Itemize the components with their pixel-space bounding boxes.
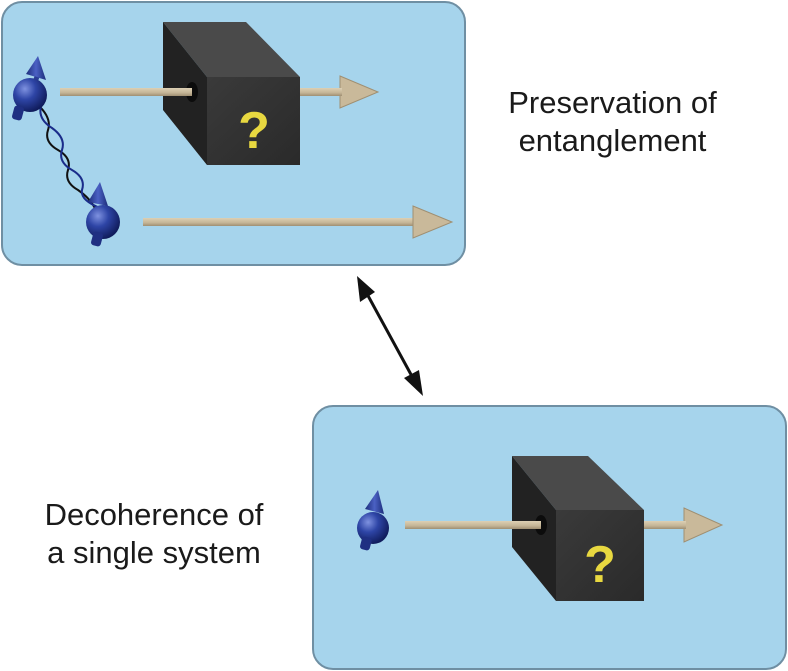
particle-c-icon: [357, 490, 389, 551]
black-box-single-icon: ?: [500, 456, 686, 601]
single-system-caption-line1: Decoherence of: [44, 497, 264, 532]
entanglement-caption: Preservation of entanglement: [480, 84, 745, 160]
beam-b-arrow: [143, 205, 454, 239]
entanglement-panel: ?: [1, 1, 466, 266]
entanglement-link: [37, 102, 101, 211]
particle-b-icon: [86, 182, 120, 247]
entanglement-caption-line2: entanglement: [518, 123, 707, 158]
entanglement-caption-line1: Preservation of: [508, 85, 717, 120]
box-single-question-mark: ?: [584, 536, 616, 594]
comparison-double-arrow: [357, 276, 423, 396]
single-system-caption: Decoherence of a single system: [20, 496, 288, 572]
black-box-icon: ?: [150, 22, 342, 165]
single-system-panel: ?: [312, 405, 787, 670]
particle-a-icon: [12, 56, 47, 121]
single-system-caption-line2: a single system: [47, 535, 261, 570]
box-question-mark: ?: [238, 102, 270, 160]
